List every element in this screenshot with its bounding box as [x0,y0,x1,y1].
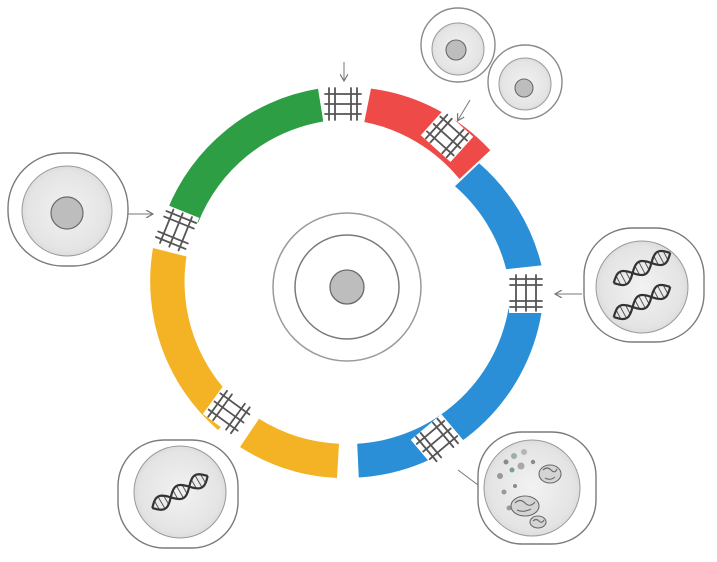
left-cell [7,152,129,267]
dna-helix-icon [151,473,209,511]
checkpoint-lower-left-gate [202,386,256,438]
dna-cell [117,439,239,549]
segment-blue-lower [357,308,542,478]
nucleus-icon [50,196,84,230]
checkpoint-upper-left-gate [152,205,200,255]
checkpoint-lower-right-gate [410,414,464,466]
condensing-cell [477,431,597,545]
nucleus-icon [445,39,467,61]
segment-blue-upper [455,163,542,270]
dividing-cells [420,7,563,120]
center-cell [272,212,422,362]
checkpoint-right-gate [509,273,543,313]
checkpoint-red-gate [420,109,474,163]
nucleus-icon [514,78,534,98]
segment-yellow-left [150,248,241,430]
duplicated-dna-cell [583,227,705,343]
checkpoint-gates [152,87,543,466]
chromatin-granules-icon [497,449,562,529]
nucleus-icon [329,269,365,305]
segment-green [166,88,324,223]
double-dna-helix-icon [612,249,672,321]
segment-yellow-lower [240,418,339,478]
arrow-dividing [458,99,471,120]
checkpoint-top-gate [323,87,363,121]
